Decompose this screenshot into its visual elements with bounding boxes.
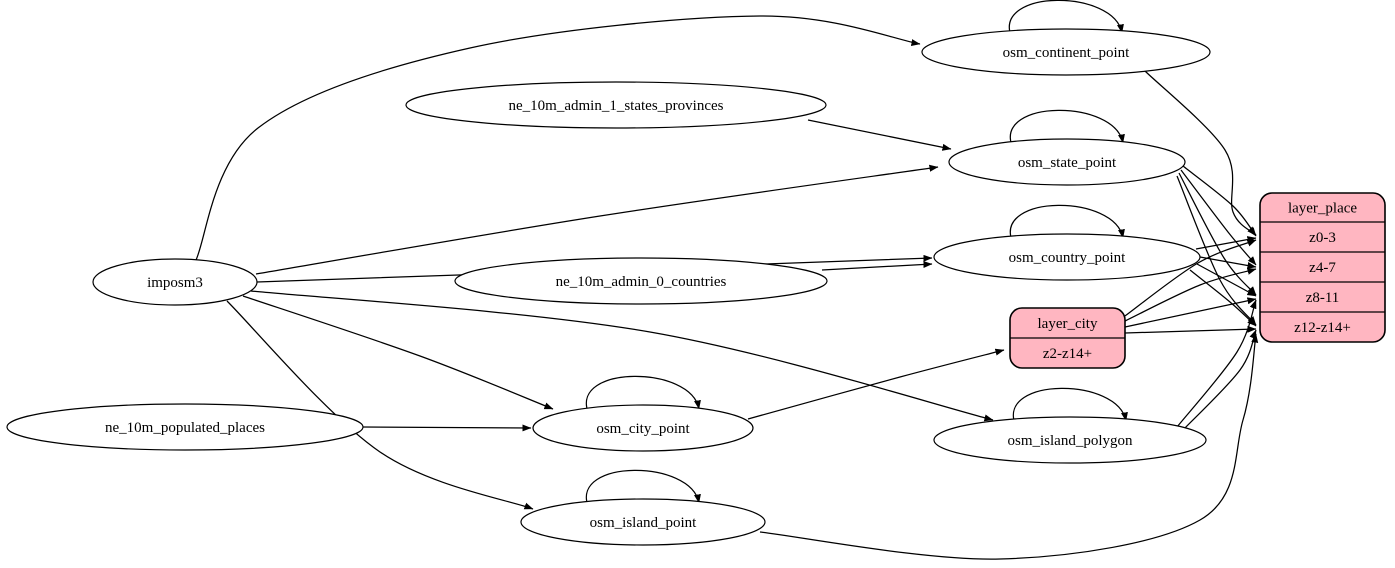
record-shape-layer_place bbox=[1259, 192, 1386, 343]
node-shape-ne_10m_populated_places bbox=[6, 403, 364, 451]
edge-imposm3-to-osm_city_point bbox=[242, 295, 554, 410]
edge-ne_10m_admin_0_countries-to-osm_country_point bbox=[821, 260, 933, 271]
edge-imposm3-to-osm_island_point bbox=[226, 300, 534, 510]
edge-osm_island_polygon-to-layer_place-z12-z14+ bbox=[1182, 329, 1257, 431]
edge-layer_city-to-layer_place-z8-11 bbox=[1124, 297, 1257, 328]
edge-osm_country_point-to-layer_place-z0-3 bbox=[1195, 236, 1257, 250]
edge-osm_country_point-to-layer_place-z4-7 bbox=[1199, 256, 1257, 269]
node-shape-ne_10m_admin_1_states_provinces bbox=[405, 81, 827, 129]
node-label-osm_state_point: osm_state_point bbox=[1018, 155, 1117, 171]
node-osm_state_point: osm_state_point bbox=[948, 138, 1186, 186]
record-row-layer_city-z2-z14+: z2-z14+ bbox=[1043, 346, 1092, 362]
self-loop-osm_island_point bbox=[585, 469, 701, 507]
self-loop-osm_state_point bbox=[1009, 109, 1125, 147]
node-label-osm_island_point: osm_island_point bbox=[590, 515, 698, 531]
node-shape-osm_island_polygon bbox=[933, 416, 1207, 464]
self-loop-osm_continent_point bbox=[1008, 0, 1124, 37]
self-loop-osm_island_polygon bbox=[1012, 387, 1128, 425]
edge-imposm3-to-osm_continent_point bbox=[195, 15, 921, 261]
node-label-ne_10m_admin_0_countries: ne_10m_admin_0_countries bbox=[556, 274, 727, 290]
edge-osm_island_point-to-layer_place-z12-z14+ bbox=[759, 333, 1259, 560]
edge-imposm3-to-osm_island_polygon bbox=[250, 290, 994, 422]
edge-layer_city-to-layer_place-z0-3 bbox=[1124, 239, 1257, 317]
node-osm_continent_point: osm_continent_point bbox=[921, 28, 1211, 76]
edge-osm_country_point-to-layer_place-z8-11 bbox=[1196, 263, 1257, 297]
node-shape-osm_continent_point bbox=[921, 28, 1211, 76]
node-shape-osm_island_point bbox=[520, 498, 766, 546]
node-shape-osm_city_point bbox=[532, 404, 754, 452]
node-label-ne_10m_populated_places: ne_10m_populated_places bbox=[105, 420, 265, 436]
record-node-layer_place: layer_place z0-3 z4-7 z8-11 z12-z14+ bbox=[1259, 192, 1386, 343]
edge-ne_10m_populated_places-to-osm_city_point bbox=[362, 424, 532, 432]
node-label-imposm3: imposm3 bbox=[147, 275, 203, 291]
node-osm_island_point: osm_island_point bbox=[520, 498, 766, 546]
edge-imposm3-to-osm_state_point bbox=[255, 164, 939, 275]
self-loop-osm_city_point bbox=[585, 375, 701, 413]
node-osm_country_point: osm_country_point bbox=[933, 233, 1201, 281]
edge-osm_state_point-to-layer_place-z0-3 bbox=[1182, 165, 1257, 237]
edge-osm_state_point-to-layer_place-z8-11 bbox=[1178, 172, 1257, 296]
node-label-osm_city_point: osm_city_point bbox=[596, 421, 690, 437]
record-row-layer_place-z0-3: z0-3 bbox=[1309, 230, 1336, 246]
edge-ne_10m_admin_1_states_provinces-to-osm_state_point bbox=[807, 119, 952, 151]
node-label-osm_island_polygon: osm_island_polygon bbox=[1007, 433, 1133, 449]
edge-osm_island_polygon-to-layer_place-z8-11 bbox=[1176, 299, 1257, 428]
self-loop-osm_country_point bbox=[1009, 204, 1125, 242]
record-title-layer_place: layer_place bbox=[1288, 201, 1357, 217]
edge-osm_continent_point-to-layer_place-z0-3 bbox=[1144, 70, 1257, 236]
edge-osm_city_point-to-layer_city-z2-z14+ bbox=[747, 348, 1005, 420]
node-label-osm_country_point: osm_country_point bbox=[1009, 250, 1126, 266]
record-row-layer_place-z12-z14+: z12-z14+ bbox=[1294, 320, 1351, 336]
record-node-layer_city: layer_city z2-z14+ bbox=[1009, 307, 1126, 369]
node-ne_10m_admin_0_countries: ne_10m_admin_0_countries bbox=[454, 257, 828, 305]
node-label-osm_continent_point: osm_continent_point bbox=[1003, 45, 1130, 61]
node-shape-ne_10m_admin_0_countries bbox=[454, 257, 828, 305]
record-row-layer_place-z8-11: z8-11 bbox=[1306, 290, 1340, 306]
edge-osm_state_point-to-layer_place-z12-z14+ bbox=[1176, 175, 1257, 326]
node-imposm3: imposm3 bbox=[92, 258, 258, 306]
node-shape-imposm3 bbox=[92, 258, 258, 306]
record-title-layer_city: layer_city bbox=[1038, 316, 1098, 332]
node-shape-osm_state_point bbox=[948, 138, 1186, 186]
node-osm_island_polygon: osm_island_polygon bbox=[933, 416, 1207, 464]
node-shape-osm_country_point bbox=[933, 233, 1201, 281]
node-label-ne_10m_admin_1_states_provinces: ne_10m_admin_1_states_provinces bbox=[509, 98, 724, 114]
record-row-layer_place-z4-7: z4-7 bbox=[1309, 260, 1336, 276]
edge-layer_city-to-layer_place-z4-7 bbox=[1124, 267, 1257, 322]
edge-layer_city-to-layer_place-z12-z14+ bbox=[1124, 325, 1257, 334]
node-ne_10m_populated_places: ne_10m_populated_places bbox=[6, 403, 364, 451]
node-osm_city_point: osm_city_point bbox=[532, 404, 754, 452]
edge-osm_state_point-to-layer_place-z4-7 bbox=[1180, 169, 1257, 266]
node-ne_10m_admin_1_states_provinces: ne_10m_admin_1_states_provinces bbox=[405, 81, 827, 129]
